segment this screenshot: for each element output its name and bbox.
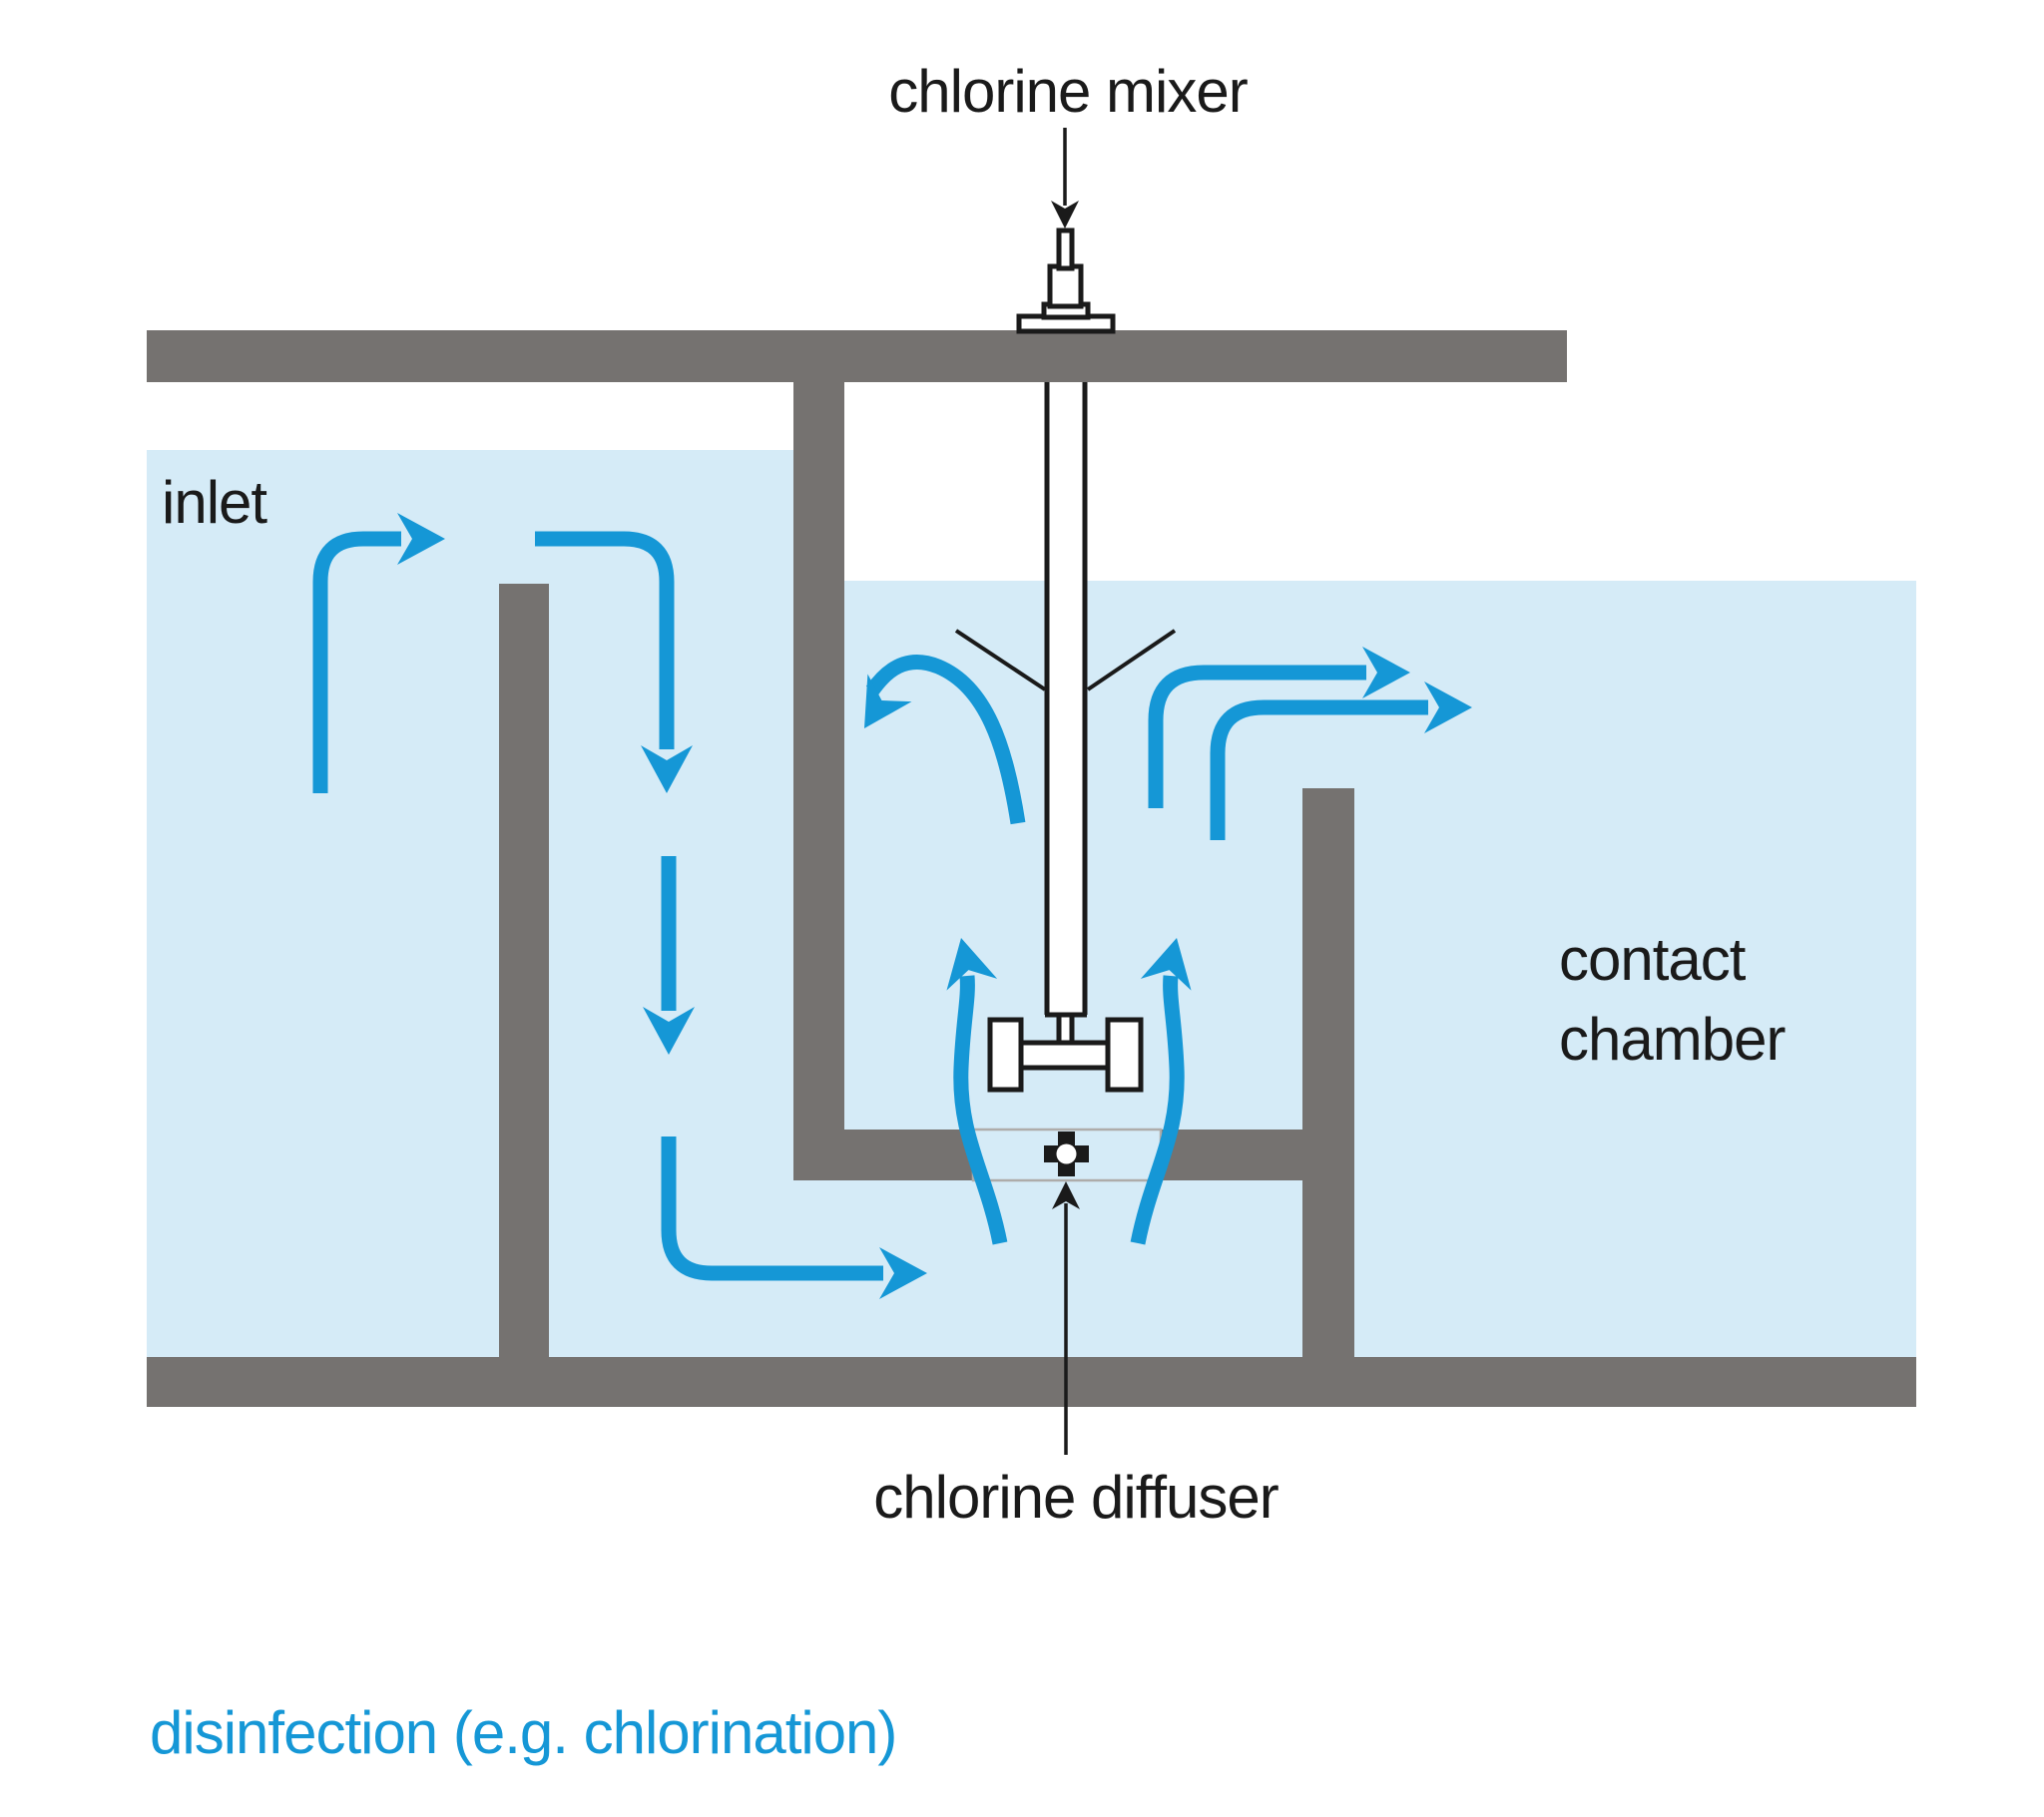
mixer-label: chlorine mixer bbox=[888, 58, 1247, 125]
impeller bbox=[987, 1012, 1144, 1093]
deflector-line-right bbox=[1086, 629, 1177, 691]
wall-bottom-slab bbox=[147, 1357, 1916, 1407]
flow-arrow-under-divider bbox=[661, 1136, 927, 1299]
chlorine-mixer-motor bbox=[1016, 227, 1116, 334]
mixer-pointer bbox=[1051, 128, 1079, 228]
flow-arrow-updraft-right bbox=[1130, 932, 1203, 1245]
flow-arrow-outflow-lower bbox=[1210, 681, 1472, 840]
flow-arrow-inlet-over-baffle bbox=[312, 513, 445, 793]
flow-arrows bbox=[312, 513, 1472, 1299]
flow-arrow-down-channel-top bbox=[535, 531, 693, 793]
wall-top-slab bbox=[147, 330, 1567, 382]
wall-floor-right bbox=[1161, 1130, 1302, 1180]
motor-body bbox=[1047, 263, 1084, 309]
water-body bbox=[147, 450, 1916, 1357]
impeller-crossbar bbox=[1018, 1040, 1111, 1071]
wall-weir bbox=[1302, 788, 1354, 1357]
wall-inlet-baffle bbox=[499, 584, 549, 1357]
flow-arrow-outflow-upper bbox=[1148, 647, 1410, 808]
flow-arrow-updraft-left bbox=[935, 932, 1008, 1245]
flow-arrow-down-channel-mid bbox=[643, 856, 695, 1055]
impeller-blade-right bbox=[1105, 1017, 1144, 1093]
inlet-label: inlet bbox=[162, 469, 267, 536]
diffuser-icon bbox=[1044, 1132, 1089, 1176]
wall-divider-foot bbox=[793, 1130, 973, 1180]
contact-chamber-label-line2: chamber bbox=[1559, 1006, 1785, 1073]
mixer-shaft bbox=[1044, 382, 1088, 1018]
impeller-hub bbox=[1056, 1012, 1075, 1047]
tank-walls bbox=[147, 330, 1916, 1407]
flow-arrow-mixer-arch bbox=[841, 655, 1026, 825]
diffuser-pointer bbox=[1052, 1181, 1080, 1455]
wall-divider bbox=[793, 382, 844, 1180]
diagram-caption: disinfection (e.g. chlorination) bbox=[150, 1699, 896, 1766]
deflector-line-left bbox=[954, 629, 1047, 691]
motor-stem bbox=[1056, 227, 1075, 271]
diffuser-label: chlorine diffuser bbox=[873, 1464, 1278, 1531]
impeller-blade-left bbox=[987, 1017, 1024, 1093]
contact-chamber-label-line1: contact bbox=[1559, 926, 1747, 993]
deflector-vanes bbox=[954, 629, 1177, 691]
